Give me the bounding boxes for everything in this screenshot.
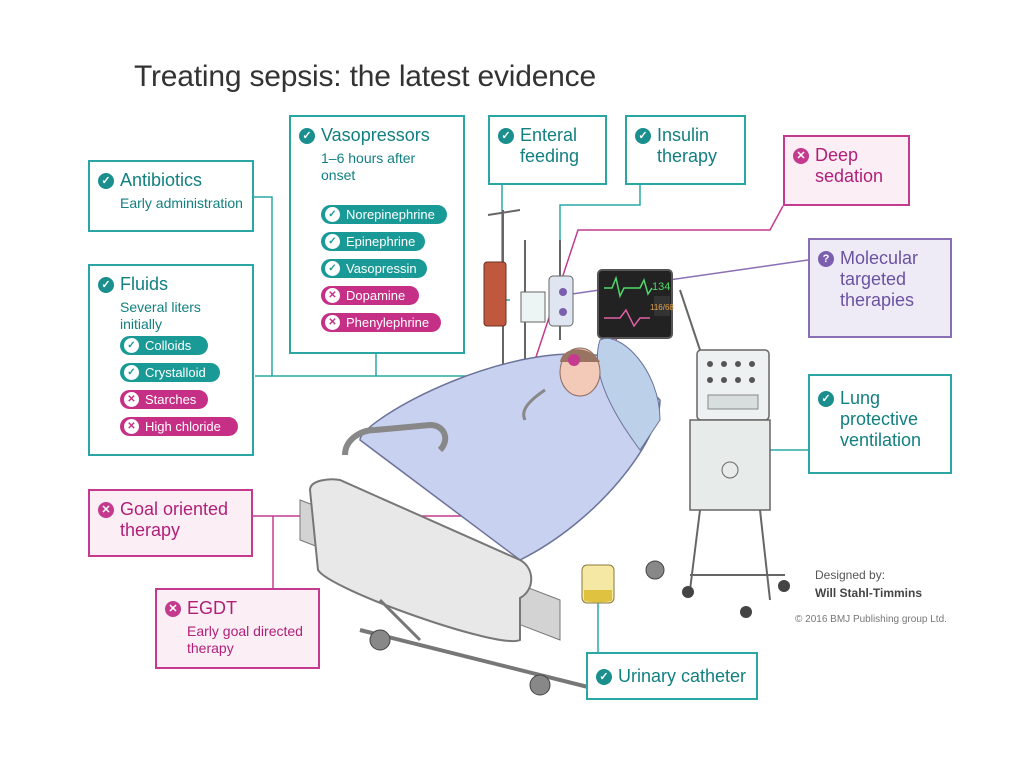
vasopressors-title: Vasopressors: [321, 125, 430, 145]
fluid-item-label: High chloride: [145, 419, 221, 434]
check-circle-icon: ✓: [498, 128, 514, 144]
cross-circle-icon: ✕: [325, 315, 340, 330]
goal-oriented-therapy-box: ✕ Goal oriented therapy: [88, 489, 253, 557]
molecular-therapies-line1: Molecular: [840, 248, 919, 268]
vasopressor-item-phenylephrine: ✕ Phenylephrine: [321, 313, 441, 332]
goal-oriented-line1: Goal oriented: [120, 499, 229, 519]
check-circle-icon: ✓: [98, 277, 114, 293]
urinary-catheter-title: Urinary catheter: [618, 666, 747, 686]
cross-circle-icon: ✕: [165, 601, 181, 617]
goal-oriented-line2: therapy: [120, 520, 181, 540]
check-circle-icon: ✓: [124, 365, 139, 380]
feeding-bag: [483, 261, 507, 327]
lung-ventilation-line2: protective: [840, 409, 919, 429]
fluid-item-high-chloride: ✕ High chloride: [120, 417, 238, 436]
cross-circle-icon: ✕: [124, 419, 139, 434]
credit-copyright: © 2016 BMJ Publishing group Ltd.: [795, 614, 947, 625]
cross-circle-icon: ✕: [325, 288, 340, 303]
vasopressors-sub-line1: 1–6 hours after: [321, 150, 416, 166]
antibiotics-sub: Early administration: [120, 195, 243, 211]
check-circle-icon: ✓: [299, 128, 315, 144]
cross-circle-icon: ✕: [98, 502, 114, 518]
vasopressors-sub-line2: onset: [321, 167, 356, 183]
urine-bag: [581, 564, 615, 604]
deep-sedation-line2: sedation: [815, 166, 884, 186]
molecular-therapies-box: ? Molecular targeted therapies: [808, 238, 952, 338]
vasopressor-item-label: Vasopressin: [346, 261, 417, 276]
check-circle-icon: ✓: [818, 391, 834, 407]
vasopressor-item-dopamine: ✕ Dopamine: [321, 286, 419, 305]
check-circle-icon: ✓: [98, 173, 114, 189]
molecular-therapies-line2: targeted: [840, 269, 907, 289]
fluid-item-colloids: ✓ Colloids: [120, 336, 208, 355]
enteral-feeding-line2: feeding: [520, 146, 580, 166]
antibiotics-box: ✓ Antibiotics Early administration: [88, 160, 254, 232]
credit-designer: Will Stahl-Timmins: [815, 586, 923, 600]
fluid-item-label: Starches: [145, 392, 197, 407]
urinary-catheter-box: ✓ Urinary catheter: [586, 652, 758, 700]
credit-designed-by: Designed by:: [815, 568, 886, 582]
vasopressor-item-label: Phenylephrine: [346, 315, 430, 330]
fluid-item-starches: ✕ Starches: [120, 390, 208, 409]
infusion-pump: [520, 291, 546, 323]
question-circle-icon: ?: [818, 251, 834, 267]
check-circle-icon: ✓: [325, 261, 340, 276]
cross-circle-icon: ✕: [124, 392, 139, 407]
antibiotics-title: Antibiotics: [120, 170, 203, 190]
insulin-therapy-box: ✓ Insulin therapy: [625, 115, 746, 185]
fluids-box: ✓ Fluids Several liters initially ✓ Coll…: [88, 264, 254, 456]
check-circle-icon: ✓: [325, 207, 340, 222]
lung-ventilation-line3: ventilation: [840, 430, 922, 450]
enteral-feeding-box: ✓ Enteral feeding: [488, 115, 607, 185]
lung-ventilation-box: ✓ Lung protective ventilation: [808, 374, 952, 474]
egdt-sub-line2: therapy: [187, 640, 234, 656]
egdt-title: EGDT: [187, 598, 238, 618]
iv-bag: [548, 275, 574, 327]
ventilator: [679, 289, 790, 618]
insulin-therapy-line2: therapy: [657, 146, 718, 166]
egdt-box: ✕ EGDT Early goal directed therapy: [155, 588, 320, 669]
fluid-item-crystalloid: ✓ Crystalloid: [120, 363, 220, 382]
deep-sedation-line1: Deep: [815, 145, 859, 165]
cross-circle-icon: ✕: [793, 148, 809, 164]
hospital-bed: [299, 338, 665, 696]
monitor-heart-rate: 134: [652, 281, 670, 293]
fluid-item-label: Colloids: [145, 338, 192, 353]
vasopressor-item-norepinephrine: ✓ Norepinephrine: [321, 205, 447, 224]
deep-sedation-box: ✕ Deep sedation: [783, 135, 910, 206]
vasopressor-item-vasopressin: ✓ Vasopressin: [321, 259, 427, 278]
lung-ventilation-line1: Lung: [840, 388, 881, 408]
vasopressors-box: ✓ Vasopressors 1–6 hours after onset ✓ N…: [289, 115, 465, 354]
vasopressor-item-label: Norepinephrine: [346, 207, 435, 222]
vasopressor-item-label: Dopamine: [346, 288, 406, 303]
vasopressor-item-label: Epinephrine: [346, 234, 416, 249]
vasopressor-item-epinephrine: ✓ Epinephrine: [321, 232, 425, 251]
check-circle-icon: ✓: [596, 669, 612, 685]
fluids-sub: Several liters initially: [120, 299, 201, 332]
molecular-therapies-line3: therapies: [840, 290, 915, 310]
enteral-feeding-line1: Enteral: [520, 125, 578, 145]
page-title: Treating sepsis: the latest evidence: [134, 60, 596, 93]
egdt-sub-line1: Early goal directed: [187, 623, 303, 639]
check-circle-icon: ✓: [325, 234, 340, 249]
monitor-blood-pressure: 116/68: [650, 303, 674, 312]
vital-signs-monitor: [597, 269, 673, 339]
insulin-therapy-line1: Insulin: [657, 125, 710, 145]
patient: [522, 347, 601, 421]
fluid-item-label: Crystalloid: [145, 365, 206, 380]
check-circle-icon: ✓: [635, 128, 651, 144]
check-circle-icon: ✓: [124, 338, 139, 353]
fluids-title: Fluids: [120, 274, 169, 294]
